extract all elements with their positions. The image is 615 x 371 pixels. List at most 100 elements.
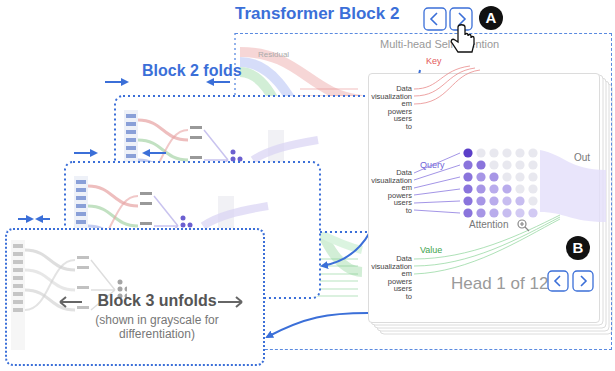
out-funnel — [540, 150, 606, 222]
label-text: visualization — [360, 93, 412, 101]
label-text: Data — [360, 255, 412, 263]
attention-dot — [515, 172, 524, 181]
drawn-shape — [218, 297, 242, 307]
label-text: Residual — [258, 50, 289, 59]
label-text: users — [360, 199, 412, 207]
label-text: visualization — [360, 177, 412, 185]
label-text: Attention — [469, 219, 508, 230]
drawn-shape — [414, 66, 480, 104]
attention-grid — [463, 148, 537, 217]
attention-dot — [489, 184, 498, 193]
attention-dot — [515, 196, 524, 205]
hand-cursor — [451, 25, 474, 52]
attention-dot — [502, 160, 511, 169]
attention-dot — [515, 160, 524, 169]
attention-dot — [489, 196, 498, 205]
drawn-shape — [105, 81, 127, 83]
head-nav-buttons — [548, 271, 593, 291]
callout-circle: B — [566, 236, 590, 260]
attention-dot — [502, 172, 511, 181]
unfolding-card: Block 3 unfolds (shown in grayscale for d… — [5, 228, 265, 366]
drawn-shape — [144, 152, 166, 154]
attention-dot — [528, 208, 537, 217]
attention-dot — [463, 208, 472, 217]
label-text: Block 2 folds — [142, 62, 242, 80]
attention-dot — [463, 184, 472, 193]
drawn-shape — [414, 153, 460, 213]
drawn-shape — [74, 152, 96, 154]
node-text: A — [486, 9, 497, 26]
label-text: powers — [360, 278, 412, 286]
zoom-icon — [518, 220, 529, 231]
attention-dot — [476, 184, 485, 193]
head-lines — [414, 66, 560, 274]
attention-dot — [463, 172, 472, 181]
attention-dot — [515, 148, 524, 157]
attention-dot — [489, 148, 498, 157]
label-text: em — [360, 270, 412, 278]
block-nav-buttons — [424, 8, 472, 30]
label-text: em — [360, 100, 412, 108]
label-text: to — [360, 123, 412, 131]
drawn-shape — [322, 232, 370, 266]
label-text: users — [360, 115, 412, 123]
attention-dot — [528, 148, 537, 157]
attention-dot — [476, 160, 485, 169]
attention-dot — [515, 208, 524, 217]
drawn-shape — [37, 218, 50, 220]
attention-dot — [489, 172, 498, 181]
label-text: powers — [360, 108, 412, 116]
attention-dot — [502, 184, 511, 193]
node-text: B — [573, 239, 584, 256]
label-text: Out — [574, 152, 590, 163]
attention-dot — [528, 160, 537, 169]
label-text: em — [360, 184, 412, 192]
node-text: (shown in grayscale for differentiation) — [90, 314, 225, 342]
drawn-shape — [431, 13, 465, 25]
attention-panel: Transformer Block 2Multi-head Self Atten… — [235, 33, 612, 350]
attention-dot — [463, 160, 472, 169]
drawn-shape — [555, 276, 586, 286]
drawn-shape — [424, 8, 446, 30]
drawn-shape — [548, 271, 568, 291]
drawn-shape — [518, 220, 526, 228]
drawn-shape — [60, 297, 82, 307]
attention-dot — [528, 184, 537, 193]
drawn-shape — [414, 215, 560, 274]
callout-circle: A — [479, 6, 503, 30]
node-text: Multi-head Self Attention — [380, 38, 499, 51]
attention-dot — [463, 196, 472, 205]
label-text: visualization — [360, 263, 412, 271]
attention-dot — [502, 208, 511, 217]
label-text: to — [360, 293, 412, 301]
attention-dot — [489, 160, 498, 169]
label-text: Key — [426, 56, 442, 66]
drawn-shape — [573, 271, 593, 291]
attention-dot — [476, 172, 485, 181]
label-text: Data — [360, 85, 412, 93]
attention-dot — [528, 196, 537, 205]
node-text: Head 1 of 12 — [451, 274, 548, 294]
label-text: Value — [420, 245, 442, 255]
drawn-shape — [450, 8, 472, 30]
label-text: powers — [360, 192, 412, 200]
drawn-shape — [18, 218, 32, 220]
label-text: Data — [360, 169, 412, 177]
attention-dot — [463, 148, 472, 157]
label-text: Query — [420, 160, 445, 170]
node-text: Block 3 unfolds — [97, 292, 216, 310]
unfold-arrows — [60, 297, 242, 307]
attention-dot — [515, 184, 524, 193]
label-text: users — [360, 285, 412, 293]
drawn-shape — [208, 81, 230, 83]
node-text: Transformer Block 2 — [235, 4, 399, 24]
attention-dot — [489, 208, 498, 217]
attention-dot — [476, 196, 485, 205]
drawn-shape — [520, 222, 529, 231]
attention-dot — [476, 148, 485, 157]
attention-dot — [528, 172, 537, 181]
fold-connector — [267, 313, 368, 337]
attention-dot — [502, 148, 511, 157]
attention-dot — [476, 208, 485, 217]
